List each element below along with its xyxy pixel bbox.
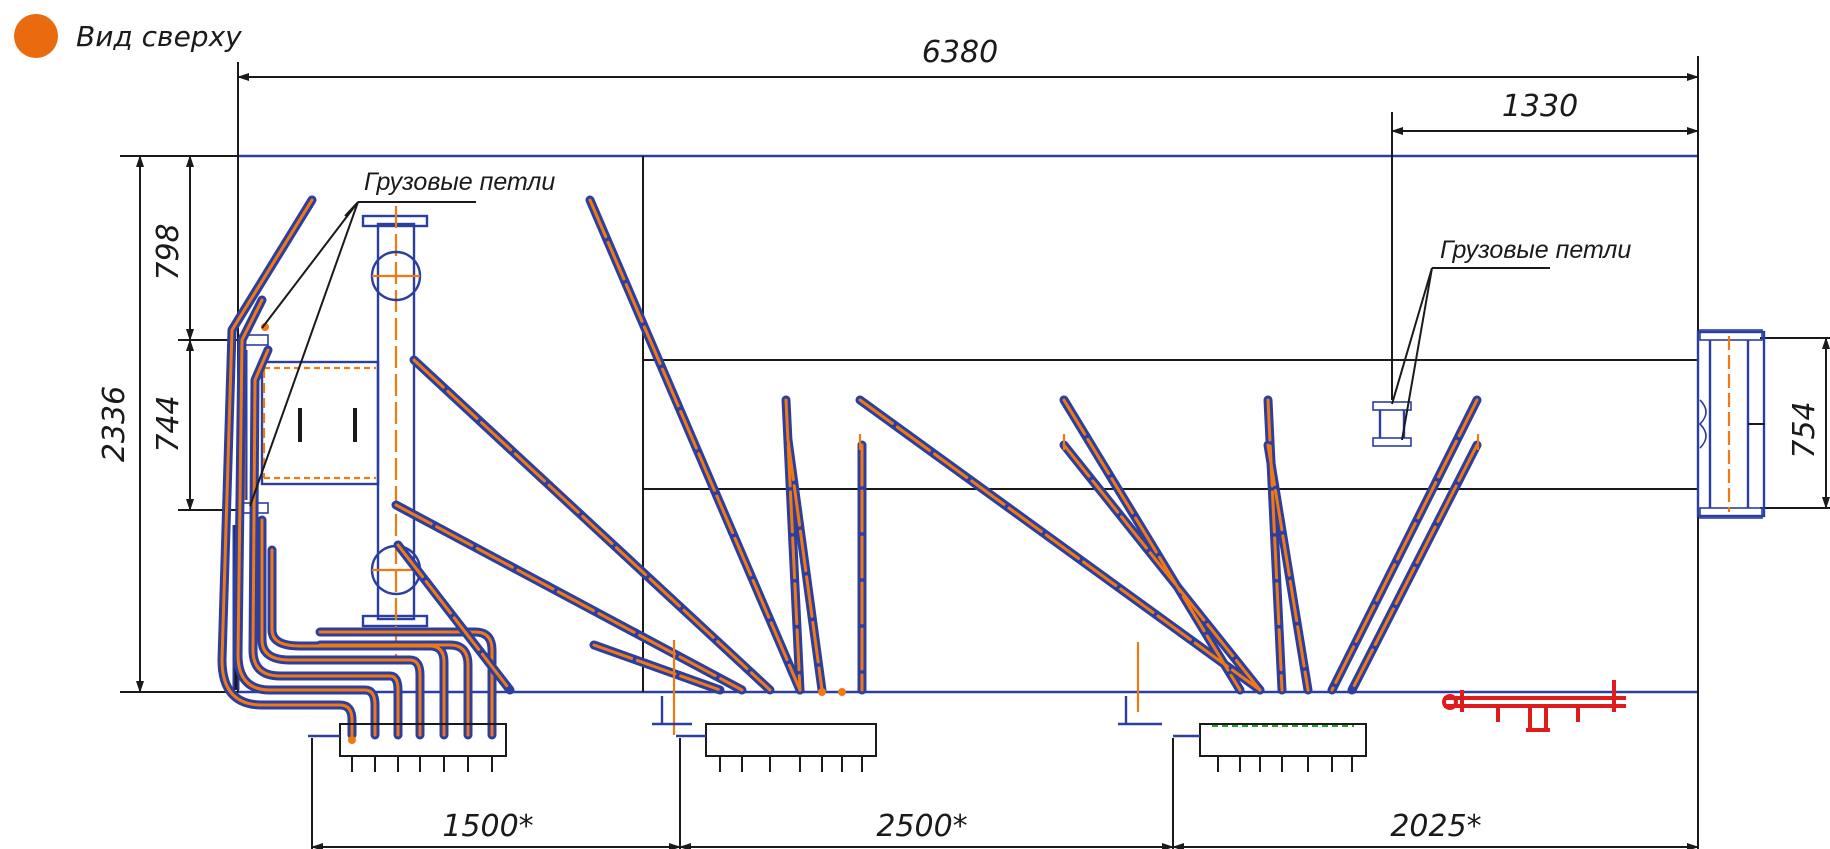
dimension-chain-bottom: 1500* 2500* 2025*: [311, 692, 1699, 849]
dim-spacing-2: 2500*: [876, 809, 967, 844]
main-body-outline: [120, 56, 1699, 694]
dim-right-offset: 1330: [1502, 89, 1578, 124]
dim-frame-width: 744: [151, 395, 186, 452]
dim-spacing-1: 1500*: [442, 809, 533, 844]
view-title: Вид сверху: [76, 20, 242, 53]
diagonal-pipes: [391, 195, 1482, 735]
manifold-1: [308, 723, 507, 772]
manifold-2: [652, 688, 877, 772]
left-pipe-bundle: [217, 195, 497, 740]
left-lifting-eyes-label: Грузовые петли: [364, 168, 555, 196]
dimension-6380: 6380: [237, 35, 1699, 81]
left-lifting-eyes-callout: Грузовые петли: [249, 168, 555, 507]
dimension-2336: 2336: [97, 155, 144, 693]
view-marker-dot: [14, 14, 58, 58]
dim-top-offset: 798: [151, 223, 186, 280]
dim-spacing-3: 2025*: [1390, 809, 1481, 844]
right-end-module: [1696, 329, 1766, 519]
dimension-798: 798: [151, 155, 194, 341]
right-lifting-eyes-callout: Грузовые петли: [1391, 236, 1631, 441]
dim-overall-width: 2336: [97, 386, 132, 462]
manifold-3: [1118, 696, 1367, 772]
right-lifting-eyes-label: Грузовые петли: [1440, 236, 1631, 264]
dimension-1330: 1330: [1391, 89, 1699, 400]
dimension-754: 754: [1760, 337, 1830, 509]
red-assembly: [1442, 680, 1626, 732]
dim-end-module-width: 754: [1787, 401, 1822, 458]
dimension-744: 744: [151, 339, 194, 511]
dim-overall-length: 6380: [922, 35, 998, 70]
